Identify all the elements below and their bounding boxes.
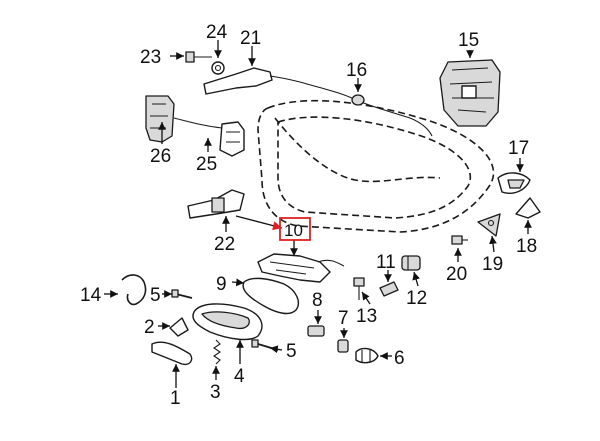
callout-12: 12 bbox=[406, 288, 427, 309]
callout-1: 1 bbox=[170, 388, 181, 409]
part-3-spring bbox=[213, 339, 221, 365]
part-12-sensor bbox=[401, 255, 421, 271]
callout-18: 18 bbox=[516, 236, 537, 257]
callout-14: 14 bbox=[80, 285, 102, 306]
part-14-cable bbox=[121, 274, 147, 306]
callout-6: 6 bbox=[394, 348, 405, 369]
callout-9: 9 bbox=[216, 274, 227, 295]
part-17-trim bbox=[497, 172, 531, 194]
part-6-clip bbox=[355, 347, 379, 364]
part-5-screw-upper bbox=[171, 289, 193, 299]
callout-4: 4 bbox=[234, 366, 245, 387]
part-15-lock-actuator bbox=[439, 59, 501, 127]
callout-15: 15 bbox=[458, 30, 479, 51]
part-7-stud bbox=[337, 339, 349, 353]
callout-2: 2 bbox=[144, 317, 155, 338]
callout-20: 20 bbox=[446, 264, 467, 285]
callout-10-highlight-box bbox=[279, 217, 311, 241]
callout-24: 24 bbox=[206, 22, 228, 43]
callout-22: 22 bbox=[214, 234, 235, 255]
part-16-cable bbox=[299, 81, 433, 137]
callout-19: 19 bbox=[482, 254, 503, 275]
callout-10: 10 bbox=[284, 221, 303, 240]
door-outline bbox=[257, 99, 495, 233]
part-25-bracket bbox=[173, 117, 245, 157]
part-22-clip bbox=[187, 189, 245, 219]
part-20-bolt bbox=[451, 235, 468, 245]
callout-23: 23 bbox=[140, 47, 161, 68]
callout-25: 25 bbox=[196, 154, 217, 175]
part-23-bolt bbox=[185, 51, 212, 63]
callout-13: 13 bbox=[356, 306, 377, 327]
part-10-handle-carrier bbox=[257, 253, 345, 283]
callout-7: 7 bbox=[338, 308, 349, 329]
part-2-cap bbox=[169, 317, 189, 337]
leader-lines bbox=[104, 40, 532, 388]
part-24-washer bbox=[211, 61, 225, 75]
part-11-screw bbox=[379, 281, 399, 297]
callout-5-lower: 5 bbox=[286, 341, 297, 362]
part-1-outer-handle bbox=[151, 341, 193, 366]
callout-8: 8 bbox=[312, 290, 323, 311]
callout-16: 16 bbox=[346, 60, 367, 81]
callout-21: 21 bbox=[240, 28, 261, 49]
part-4-handle bbox=[192, 303, 263, 341]
callout-3: 3 bbox=[210, 382, 221, 403]
part-8-pin bbox=[307, 325, 325, 337]
part-26-seal bbox=[145, 95, 175, 143]
callout-26: 26 bbox=[150, 146, 171, 167]
part-21-rod bbox=[203, 67, 301, 95]
part-13-pin bbox=[353, 277, 365, 300]
callout-17: 17 bbox=[508, 138, 529, 159]
callout-11: 11 bbox=[376, 252, 396, 273]
callout-5-upper: 5 bbox=[150, 285, 161, 306]
part-19-bracket bbox=[477, 213, 501, 237]
part-18-cap bbox=[515, 197, 541, 219]
part-9-gasket bbox=[242, 277, 300, 315]
callout-labels: 24 23 21 16 15 26 25 17 22 10 18 19 20 1… bbox=[80, 22, 537, 409]
